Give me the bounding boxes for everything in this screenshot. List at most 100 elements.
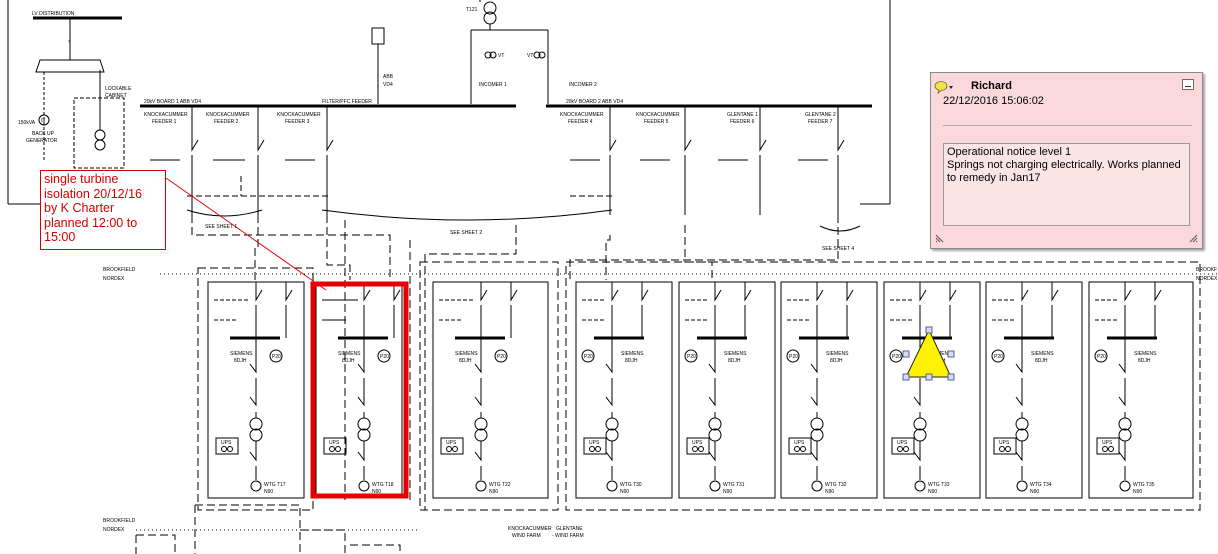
wtg-label: WTG T18 [372,482,394,488]
feeder6-name: GLENTANE 1 [727,112,758,118]
wtg-label: WTG T17 [264,482,286,488]
vt-label-1: VT [498,53,504,59]
comment-date: 22/12/2016 15:06:02 [943,95,1044,107]
n90-label: N90 [723,489,732,495]
sdjh-label: 8DJH [459,358,472,364]
generator-label: GENERATOR [26,138,58,144]
p20-label: P20 [687,354,696,360]
brookfield-label-1: BROOKFIELD [103,267,136,273]
siemens-label: SIEMENS [455,351,478,357]
p20-label: P20 [1097,354,1106,360]
comment-popup[interactable]: Richard 22/12/2016 15:06:02 Operational … [930,72,1203,249]
wind-farm-label-a: WIND FARM [512,533,541,539]
nordex-label-2: NORDEX [1196,276,1218,282]
warning-triangle[interactable] [902,326,955,381]
isolation-note[interactable]: single turbine isolation 20/12/16 by K C… [40,170,166,250]
brookf-label: BROOKF [1196,267,1217,273]
lv-distribution-label: LV DISTRIBUTION [32,11,75,17]
comment-bubble-icon[interactable] [934,80,954,94]
backup-label: BACK UP [32,131,55,137]
sdjh-label: 8DJH [342,358,355,364]
abb-label: ABB [383,74,394,80]
wind-farm-label-b: - WIND FARM [552,533,584,539]
n90-label: N90 [928,489,937,495]
feeder4-label: FEEDER 4 [568,119,593,125]
p20-label: P20 [380,354,389,360]
minimize-button[interactable] [1182,79,1194,90]
n90-label: N90 [489,489,498,495]
vd4-label: VD4 [383,82,393,88]
n90-label: N90 [825,489,834,495]
feeder1-name: KNOCKACUMMER [144,112,188,118]
sdjh-label: 8DJH [234,358,247,364]
filter-feeder-label: FILTER/PFC FEEDER [322,99,372,105]
resize-grip-right-icon[interactable] [1189,234,1198,243]
note-line-5: 15:00 [44,230,76,244]
siemens-label: SIEMENS [724,351,747,357]
siemens-label: SIEMENS [826,351,849,357]
n90-label: N90 [264,489,273,495]
n90-label: N90 [1133,489,1142,495]
n90-label: N90 [620,489,629,495]
comment-line-1: Operational notice level 1 [947,146,1072,158]
siemens-label: SIEMENS [621,351,644,357]
feeder6-label: FEEDER 6 [730,119,755,125]
sdjh-label: 8DJH [1035,358,1048,364]
see-sheet1-label: SEE SHEET 1 [205,224,237,230]
sdjh-label: 8DJH [1138,358,1151,364]
comment-text-area[interactable]: Operational notice level 1 Springs not c… [943,143,1190,226]
feeder1-label: FEEDER 1 [152,119,177,125]
svg-text:×: × [68,39,71,45]
p20-label: P20 [497,354,506,360]
note-line-3: by K Charter [44,201,115,215]
n90-label: N90 [372,489,381,495]
brookfield-label-2: BROOKFIELD [103,518,136,524]
p20-label: P20 [892,354,901,360]
see-sheet4-label: SEE SHEET 4 [822,246,854,252]
note-line-2: isolation 20/12/16 [44,186,142,201]
wtg-label: WTG T30 [620,482,642,488]
comment-line-2: Springs not charging electrically. Works… [947,159,1181,171]
n90-label: N90 [1030,489,1039,495]
kva-label: 150kVA [18,120,36,126]
resize-grip-left-icon[interactable] [935,234,944,243]
callout-line [165,177,327,291]
siemens-label: SIEMENS [230,351,253,357]
wtg-label: WTG T22 [489,482,511,488]
ups-label: UPS [692,440,703,446]
ups-label: UPS [446,440,457,446]
ups-label: UPS [999,440,1010,446]
ups-label: UPS [897,440,908,446]
feeder5-name: KNOCKACUMMER [636,112,680,118]
ups-label: UPS [1102,440,1113,446]
cabinet-label: CABINET [105,93,127,99]
isolation-highlight[interactable] [310,281,409,499]
wtg-label: WTG T35 [1133,482,1155,488]
board1-label: 20kV BOARD 1 ABB VD4 [144,99,201,105]
feeder2-label: FEEDER 2 [214,119,239,125]
feeder7-name: GLENTANE 2 [805,112,836,118]
siemens-label: SIEMENS [338,351,361,357]
sdjh-label: 8DJH [728,358,741,364]
nordex-label-3: NORDEX [103,527,125,533]
p20-label: P20 [994,354,1003,360]
feeder7-label: FEEDER 7 [808,119,833,125]
knockacummer-wind-label: KNOCKACUMMER [508,526,552,532]
ups-label: UPS [329,440,340,446]
ups-label: UPS [794,440,805,446]
p20-label: P20 [272,354,281,360]
feeder3-name: KNOCKACUMMER [277,112,321,118]
comment-divider [943,125,1192,126]
vt-label-2: VT [527,53,533,59]
comment-author: Richard [971,80,1012,92]
